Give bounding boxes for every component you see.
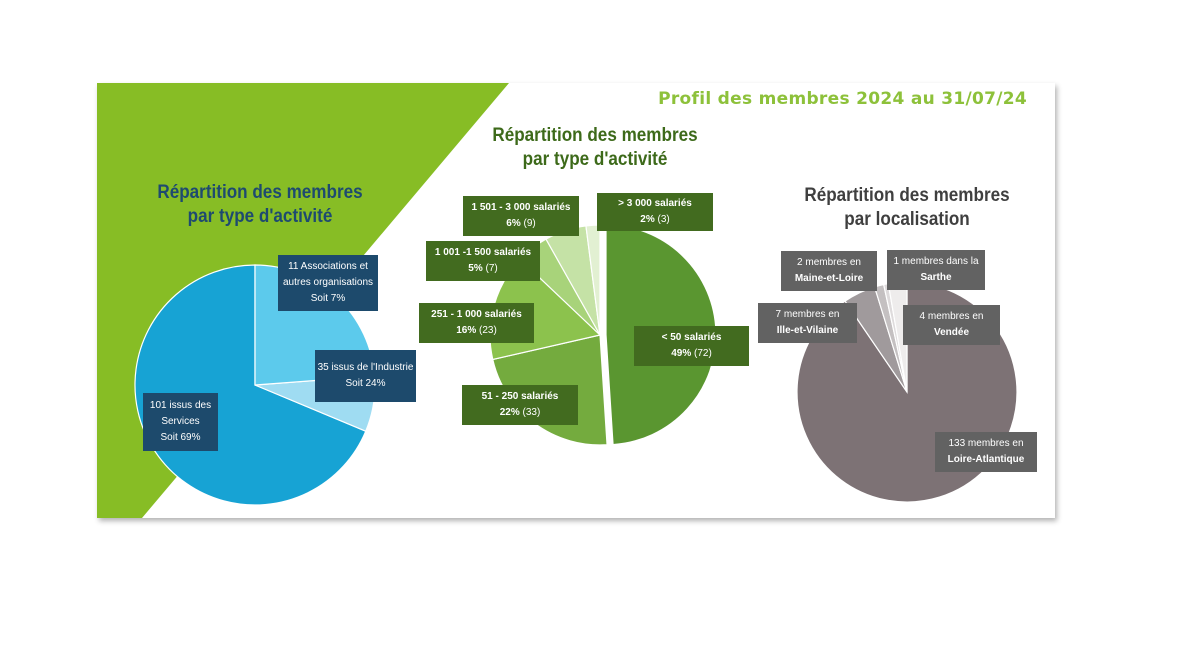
activity-label-associations: 11 Associations et autres organisations … xyxy=(278,255,378,311)
location-label-ille-et-vilaine: 7 membres en Ille-et-Vilaine xyxy=(758,303,857,343)
size-chart-title: Répartition des membres par type d'activ… xyxy=(492,125,698,170)
location-label-vendee: 4 membres en Vendée xyxy=(903,305,1000,345)
members-profile-card: Profil des membres 2024 au 31/07/24 Répa… xyxy=(97,83,1055,518)
location-label-sarthe: 1 membres dans la Sarthe xyxy=(887,250,985,290)
size-label-1501-3000: 1 501 - 3 000 salariés 6% (9) xyxy=(463,196,579,236)
size-label-lt50: < 50 salariés 49% (72) xyxy=(634,326,749,366)
activity-label-services: 101 issus des Services Soit 69% xyxy=(143,393,218,451)
size-label-51-250: 51 - 250 salariés 22% (33) xyxy=(462,385,578,425)
page-header: Profil des membres 2024 au 31/07/24 xyxy=(658,89,1027,109)
size-label-1001-1500: 1 001 -1 500 salariés 5% (7) xyxy=(426,241,540,281)
activity-label-industrie: 35 issus de l'Industrie Soit 24% xyxy=(315,350,416,402)
size-label-gt3000: > 3 000 salariés 2% (3) xyxy=(597,193,713,231)
location-chart-title: Répartition des membres par localisation xyxy=(804,185,1010,230)
location-label-loire-atlantique: 133 membres en Loire-Atlantique xyxy=(935,432,1037,472)
activity-chart-title: Répartition des membres par type d'activ… xyxy=(157,182,363,227)
size-label-251-1000: 251 - 1 000 salariés 16% (23) xyxy=(419,303,534,343)
location-label-maine-et-loire: 2 membres en Maine-et-Loire xyxy=(781,251,877,291)
